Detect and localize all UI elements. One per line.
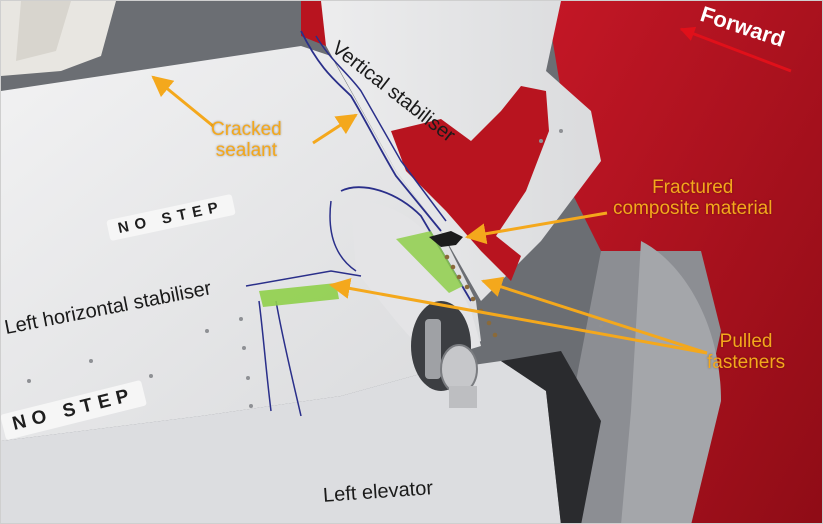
fractured-composite-damage <box>429 231 463 247</box>
cracked-sealant-label: Cracked sealant <box>211 119 282 162</box>
marker-line-fairing <box>340 186 472 302</box>
marker-line-fin-edge <box>300 30 442 232</box>
pulled-fasteners-label: Pulled fasteners <box>707 331 786 374</box>
marker-line-fairing-2 <box>329 200 357 272</box>
cloth-fold <box>16 1 71 61</box>
fractured-composite-label: Fractured composite material <box>613 177 773 220</box>
cracked-sealant-arrow-2 <box>312 113 358 145</box>
marker-line-down-2 <box>275 300 302 417</box>
marker-line-fin-edge-2 <box>315 35 447 222</box>
panel-rivets <box>27 129 603 408</box>
pulled-fasteners-arrow-1 <box>328 278 708 355</box>
fuselage-tail-cone <box>621 241 721 523</box>
marker-line-down-1 <box>258 300 272 412</box>
elevator-shadow <box>501 351 601 523</box>
hinge-rod <box>425 319 441 379</box>
marker-line-lower <box>245 270 362 287</box>
green-tape-diagonal <box>396 231 463 293</box>
forward-arrow <box>679 26 792 73</box>
pulled-fasteners-arrow-2 <box>481 276 708 355</box>
fractured-composite-arrow <box>464 211 608 245</box>
fin-root-red <box>301 1 326 46</box>
horizontal-stabiliser-panel <box>1 46 481 441</box>
cracked-sealant-arrow-1 <box>151 75 214 128</box>
hinge-bracket <box>449 386 477 408</box>
hinge-bearing <box>440 344 478 394</box>
left-elevator-panel <box>1 361 561 523</box>
vertical-stabiliser-red-fairing <box>391 86 549 281</box>
green-tape-horizontal <box>259 283 339 307</box>
